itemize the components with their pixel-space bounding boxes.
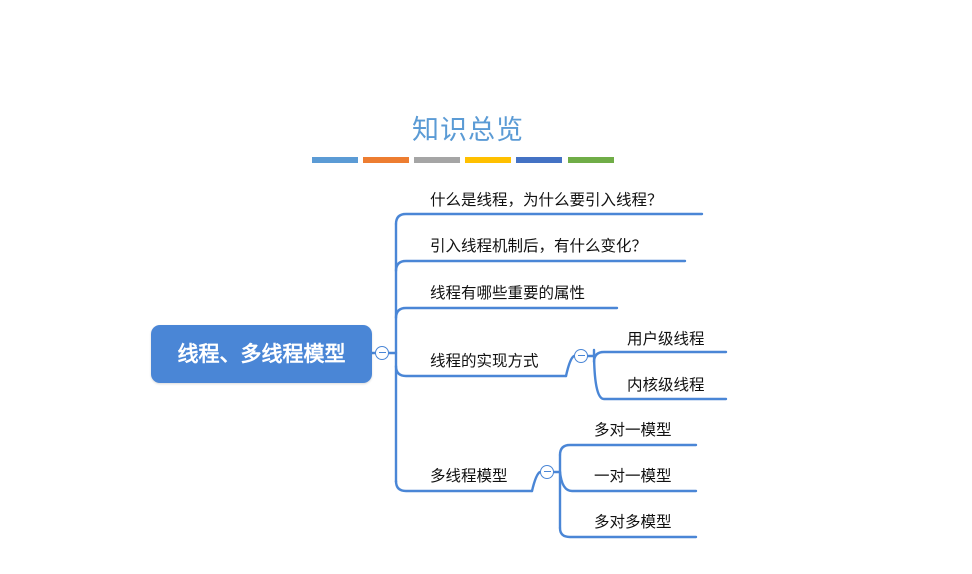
- color-bar-6: [568, 157, 614, 163]
- kernel-thread-line: [592, 348, 728, 401]
- topic-what-is-thread[interactable]: 什么是线程，为什么要引入线程？: [430, 191, 663, 209]
- subtopic-kernel-level-thread[interactable]: 内核级线程: [627, 376, 705, 394]
- many-to-one-line: [558, 443, 698, 457]
- topic-thread-implementation[interactable]: 线程的实现方式: [430, 352, 539, 370]
- collapse-models-icon[interactable]: [540, 465, 554, 479]
- page-title: 知识总览: [412, 115, 524, 146]
- subtopic-user-level-thread[interactable]: 用户级线程: [627, 330, 705, 348]
- subtopic-many-to-many[interactable]: 多对多模型: [594, 513, 672, 531]
- color-bar-3: [414, 157, 460, 163]
- color-bar-5: [516, 157, 562, 163]
- subtopic-many-to-one[interactable]: 多对一模型: [594, 421, 672, 439]
- topic-thread-attributes[interactable]: 线程有哪些重要的属性: [430, 284, 586, 302]
- topic-changes-after-threads[interactable]: 引入线程机制后，有什么变化？: [430, 237, 648, 255]
- color-bar-2: [363, 157, 409, 163]
- branch-line-5: [394, 479, 534, 493]
- many-to-many-line: [558, 526, 698, 539]
- branch-line-3: [394, 306, 619, 320]
- collapse-implementation-icon[interactable]: [574, 349, 588, 363]
- impl-to-toggle-line: [564, 354, 576, 378]
- models-to-toggle-line: [530, 470, 542, 493]
- subtopic-one-to-one[interactable]: 一对一模型: [594, 467, 672, 485]
- collapse-root-icon[interactable]: [375, 346, 389, 360]
- color-bar-1: [312, 157, 358, 163]
- topic-multithreading-models[interactable]: 多线程模型: [430, 467, 508, 485]
- root-topic[interactable]: 线程、多线程模型: [151, 325, 372, 383]
- one-to-one-line: [558, 470, 698, 493]
- user-thread-line: [592, 350, 728, 364]
- branch-line-4: [394, 364, 568, 378]
- branch-line-1: [394, 212, 704, 226]
- branch-line-2: [394, 259, 687, 273]
- color-bar-4: [465, 157, 511, 163]
